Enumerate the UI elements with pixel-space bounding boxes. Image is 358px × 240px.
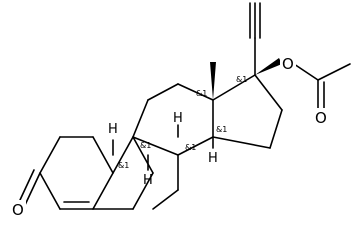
bond-c10-c1 [92, 136, 114, 174]
stereo-c13: &1 [196, 89, 207, 98]
bond-c3-o [24, 172, 41, 206]
bond-c12-c13 [177, 83, 214, 101]
ethynyl-group [249, 2, 261, 76]
bond-c8-c9b [132, 136, 179, 156]
bond-c3-c4 [39, 172, 61, 210]
ring-d [212, 74, 283, 149]
bond-c5-c10 [92, 172, 114, 210]
ring-c [132, 83, 214, 210]
bond-o-cacyl [293, 63, 319, 81]
stereo-c10: &1 [118, 161, 129, 170]
bond-cacyl-ch3 [317, 63, 351, 81]
h10-label: H [108, 122, 118, 137]
ring-a [19, 136, 114, 210]
acetyl-oxygen-label: O [315, 109, 327, 127]
bond-c7-c8 [132, 136, 154, 174]
stereo-c9: &1 [140, 141, 151, 150]
ring-b [92, 136, 154, 210]
structure-canvas: O O O H H H H &1 &1 &1 &1 &1 &1 [10, 2, 351, 219]
bond-c14-c8 [177, 136, 214, 156]
acetate-group [293, 63, 351, 109]
methyl-wedge [210, 62, 216, 100]
bond-c17-c16 [254, 74, 283, 111]
carbonyl-oxygen-label: O [12, 201, 24, 219]
bond-c15-c14 [212, 136, 271, 149]
bond-c16-c15 [269, 109, 283, 149]
bond-c6-c7 [132, 172, 154, 210]
bond-c3-o-double [19, 169, 35, 201]
bond-c7-c6 [152, 189, 179, 210]
h9-label: H [143, 173, 153, 188]
bond-c2-c3 [39, 136, 61, 174]
bond-c10-c9 [112, 136, 134, 174]
bond-c11-c12 [147, 83, 179, 101]
bond-c13-c17 [212, 74, 256, 101]
h14-label: H [208, 151, 218, 166]
molecule-drawing: O O O H H H H &1 &1 &1 &1 &1 &1 [10, 2, 351, 219]
stereo-c8: &1 [185, 143, 196, 152]
bond-c9-c11 [132, 99, 149, 138]
stereo-c17: &1 [236, 75, 247, 84]
acetate-wedge [255, 58, 282, 75]
stereo-c14: &1 [216, 125, 227, 134]
ester-oxygen-label: O [282, 55, 294, 73]
h8-label: H [173, 111, 183, 126]
stereo-hydrogens [112, 124, 214, 171]
